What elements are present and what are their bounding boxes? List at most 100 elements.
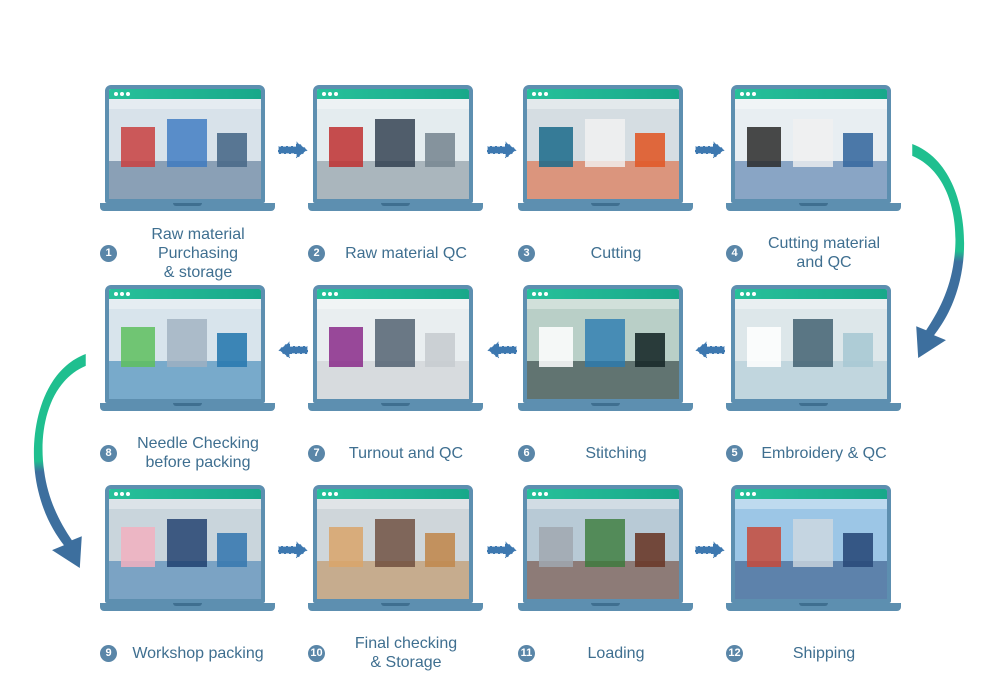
- step-number-badge: 9: [100, 644, 117, 662]
- step-label: Embroidery & QC: [761, 444, 887, 462]
- step-number-badge: 1: [100, 244, 117, 262]
- laptop-screen: [105, 85, 265, 203]
- step-caption: 11 Loading: [518, 623, 693, 683]
- laptop-frame: [100, 285, 275, 417]
- step-caption: 3 Cutting: [518, 223, 693, 283]
- laptop-screen: [105, 485, 265, 603]
- step-label: Raw material QC: [345, 244, 467, 262]
- process-step-4: 4 Cutting material and QC: [726, 85, 901, 285]
- screen-title-bar: [317, 289, 469, 299]
- step-label: Workshop packing: [132, 644, 264, 662]
- laptop-screen: [313, 85, 473, 203]
- arrow-right-icon: [486, 139, 518, 161]
- screen-title-bar: [735, 289, 887, 299]
- screen-title-bar: [109, 489, 261, 499]
- arrow-right-icon: [694, 139, 726, 161]
- process-step-6: 6 Stitching: [518, 285, 693, 485]
- arrow-right-icon: [486, 539, 518, 561]
- qc-station-photo: [735, 99, 887, 199]
- laptop-base: [100, 603, 275, 611]
- laptop-base: [518, 203, 693, 211]
- process-step-3: 3 Cutting: [518, 85, 693, 285]
- laptop-frame: [100, 85, 275, 217]
- screen-title-bar: [527, 489, 679, 499]
- curved-arrow-down-right-icon: [912, 143, 965, 359]
- process-step-9: 9 Workshop packing: [100, 485, 275, 685]
- step-caption: 6 Stitching: [518, 423, 693, 483]
- step-number-badge: 2: [308, 244, 325, 262]
- laptop-base: [308, 203, 483, 211]
- process-step-12: 12 Shipping: [726, 485, 901, 685]
- arrow-left-icon: [694, 339, 726, 361]
- needle-detector-photo: [109, 299, 261, 399]
- laptop-base: [308, 603, 483, 611]
- lab-photo: [317, 99, 469, 199]
- step-caption: 5 Embroidery & QC: [726, 423, 901, 483]
- arrow-right-icon: [277, 539, 309, 561]
- arrow-right-icon: [694, 539, 726, 561]
- step-number-badge: 12: [726, 644, 743, 662]
- step-number-badge: 7: [308, 444, 325, 462]
- step-caption: 8 Needle Checking before packing: [100, 423, 275, 483]
- laptop-screen: [731, 285, 891, 403]
- step-number-badge: 3: [518, 244, 535, 262]
- laptop-screen: [731, 485, 891, 603]
- step-caption: 4 Cutting material and QC: [726, 223, 901, 283]
- screen-title-bar: [527, 289, 679, 299]
- screen-title-bar: [735, 489, 887, 499]
- step-label: Final checking & Storage: [354, 635, 458, 671]
- step-label: Loading: [587, 644, 645, 662]
- laptop-frame: [308, 485, 483, 617]
- laptop-frame: [518, 85, 693, 217]
- step-caption: 1 Raw material Purchasing & storage: [100, 223, 275, 283]
- step-label: Raw material Purchasing & storage: [151, 225, 245, 281]
- step-number-badge: 4: [726, 244, 743, 262]
- cutting-machine-photo: [527, 99, 679, 199]
- step-caption: 10 Final checking & Storage: [308, 623, 483, 683]
- cargo-ship-photo: [735, 499, 887, 599]
- screen-title-bar: [317, 89, 469, 99]
- process-step-10: 10 Final checking & Storage: [308, 485, 483, 685]
- step-label: Cutting material and QC: [767, 235, 881, 271]
- step-label: Shipping: [792, 644, 856, 662]
- screen-title-bar: [317, 489, 469, 499]
- process-step-2: 2 Raw material QC: [308, 85, 483, 285]
- laptop-frame: [308, 285, 483, 417]
- step-number-badge: 6: [518, 444, 535, 462]
- screen-title-bar: [109, 289, 261, 299]
- process-step-8: 8 Needle Checking before packing: [100, 285, 275, 485]
- step-number-badge: 10: [308, 644, 325, 662]
- laptop-frame: [726, 85, 901, 217]
- step-label: Turnout and QC: [348, 444, 464, 462]
- step-label: Needle Checking before packing: [137, 435, 259, 471]
- process-step-5: 5 Embroidery & QC: [726, 285, 901, 485]
- process-step-1: 1 Raw material Purchasing & storage: [100, 85, 275, 285]
- process-step-7: 7 Turnout and QC: [308, 285, 483, 485]
- forklift-container-photo: [527, 499, 679, 599]
- process-step-11: 11 Loading: [518, 485, 693, 685]
- test-rig-photo: [317, 299, 469, 399]
- screen-title-bar: [735, 89, 887, 99]
- laptop-frame: [100, 485, 275, 617]
- arrow-left-icon: [486, 339, 518, 361]
- arrow-right-icon: [277, 139, 309, 161]
- laptop-screen: [523, 485, 683, 603]
- step-number-badge: 8: [100, 444, 117, 462]
- laptop-screen: [313, 285, 473, 403]
- laptop-base: [726, 403, 901, 411]
- laptop-frame: [518, 485, 693, 617]
- curved-arrow-down-left-icon: [33, 353, 86, 569]
- packing-photo: [109, 499, 261, 599]
- laptop-screen: [523, 85, 683, 203]
- laptop-base: [726, 603, 901, 611]
- laptop-base: [100, 403, 275, 411]
- laptop-base: [100, 203, 275, 211]
- laptop-screen: [731, 85, 891, 203]
- step-number-badge: 11: [518, 644, 535, 662]
- laptop-frame: [726, 485, 901, 617]
- warehouse-photo: [109, 99, 261, 199]
- embroidery-machine-photo: [735, 299, 887, 399]
- laptop-screen: [105, 285, 265, 403]
- step-caption: 9 Workshop packing: [100, 623, 275, 683]
